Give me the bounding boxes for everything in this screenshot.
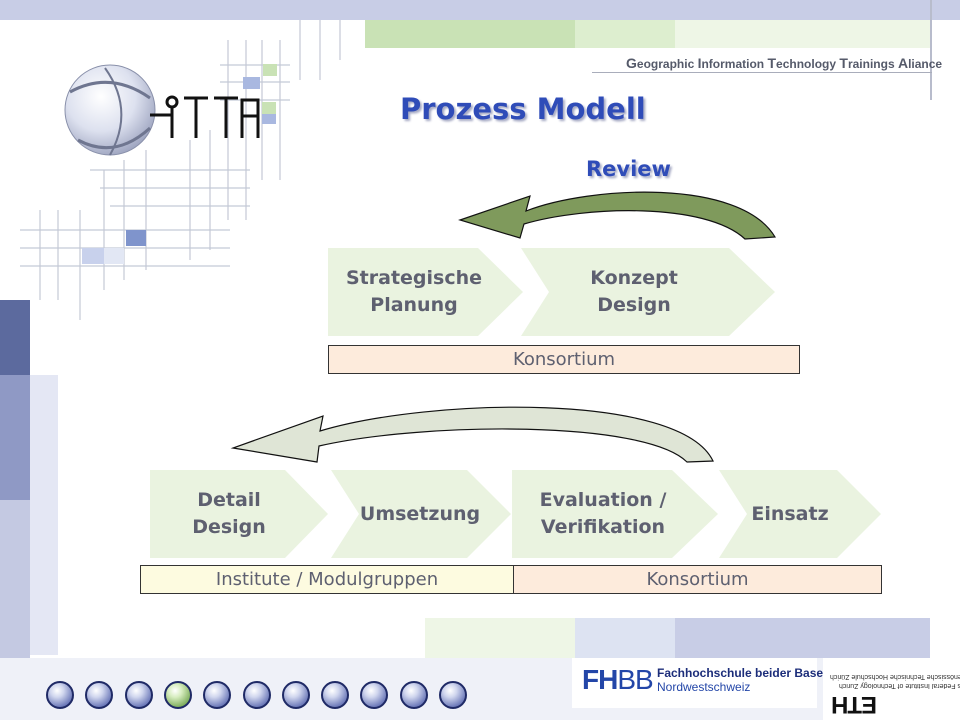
header-rule	[592, 72, 932, 73]
nav-dot-10[interactable]	[399, 681, 428, 709]
bottom-color-band	[425, 618, 930, 658]
left-decor-block	[0, 375, 30, 500]
nav-dot-5[interactable]	[203, 681, 232, 709]
konsortium-bar-top: Konsortium	[328, 345, 800, 374]
header-tagline: Geographic Information Technology Traini…	[626, 55, 943, 71]
nav-dot-3[interactable]	[124, 681, 153, 709]
gitta-logo	[20, 20, 341, 320]
nav-dot-11[interactable]	[439, 681, 467, 709]
left-decor-block	[0, 500, 30, 660]
step-label: Detail Design	[192, 489, 266, 538]
left-decor-block	[0, 300, 30, 375]
fhbb-logo-panel	[572, 658, 817, 708]
nav-dot-7[interactable]	[281, 681, 310, 709]
step-label: Konzept Design	[590, 267, 678, 316]
step-label: Strategische Planung	[345, 267, 483, 316]
header-divider	[930, 0, 932, 100]
step-umsetzung	[331, 470, 511, 558]
top-color-band	[365, 20, 930, 48]
step-evaluation-verifikation	[512, 470, 718, 558]
nav-dot-2[interactable]	[85, 681, 114, 709]
slide-title: Prozess Modell	[400, 92, 646, 126]
left-decor-block	[30, 375, 58, 655]
top-header-bar	[0, 0, 960, 20]
step-label: Umsetzung	[359, 502, 481, 525]
step-label: Einsatz	[751, 502, 829, 525]
nav-dot-1[interactable]	[46, 681, 74, 709]
nav-dot-4[interactable]	[163, 681, 192, 709]
step-einsatz	[719, 470, 881, 558]
konsortium-bar-bottom: Konsortium	[513, 565, 882, 594]
nav-dot-6[interactable]	[242, 681, 271, 709]
review-label: Review	[586, 157, 671, 181]
gitta-wordmark	[150, 95, 260, 138]
fhbb-logo: FHBB	[582, 664, 654, 695]
eth-name: Swiss Federal Institute of Technology Zu…	[830, 673, 960, 689]
logo-grid	[20, 20, 341, 320]
institute-bar: Institute / Modulgruppen	[140, 565, 514, 594]
step-strategische-planung	[328, 248, 523, 336]
review-arrow	[458, 191, 777, 240]
fhbb-name: Fachhochschule beider Basel Nordwestschw…	[657, 666, 827, 694]
nav-dot-8[interactable]	[321, 681, 350, 709]
eth-logo-panel	[823, 658, 960, 720]
step-detail-design	[150, 470, 328, 558]
step-konzept-design	[521, 248, 775, 336]
nav-dot-9[interactable]	[360, 681, 389, 709]
iteration-arrow	[230, 406, 714, 463]
step-label: Evaluation / Verifikation	[539, 489, 667, 538]
eth-logo: ETH	[832, 691, 877, 718]
